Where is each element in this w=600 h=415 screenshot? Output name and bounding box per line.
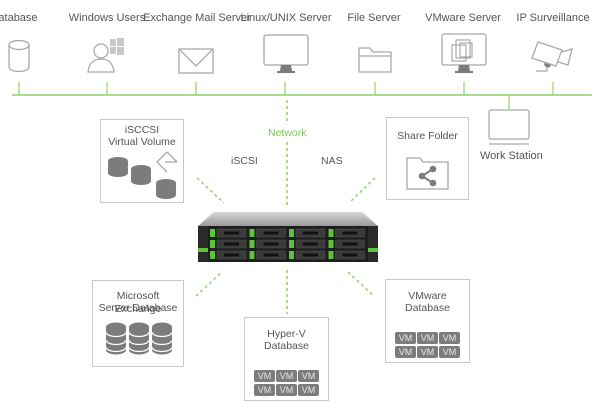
iscsi-box-title-line2: Virtual Volume: [108, 136, 176, 148]
drive-bay: [249, 239, 286, 249]
vm-badge: VM: [395, 332, 416, 344]
exchange-db-title-line2: Server Database: [98, 302, 178, 314]
vm-badge: VM: [417, 332, 438, 344]
drive-bay: [289, 239, 326, 249]
stacked-disks-icon: [108, 151, 178, 199]
share-folder-title: Share Folder: [397, 130, 458, 142]
database-icon: [8, 39, 30, 73]
network-label: Network: [268, 127, 307, 139]
folder-icon: [358, 47, 392, 73]
vm-badge: VM: [395, 346, 416, 358]
drive-bay: [289, 228, 326, 238]
drive-bay: [210, 239, 247, 249]
hyperv-db-title-line2: Database: [264, 340, 309, 352]
workstation-label: Work Station: [480, 150, 543, 162]
device-label-database: Database: [0, 12, 38, 24]
dashed-link-vmware-db: [347, 271, 375, 297]
device-label-linux-unix-server: Linux/UNIX Server: [240, 12, 332, 24]
vmware-db-title-line1: VMware: [408, 290, 447, 302]
dashed-link-iscsi: [196, 177, 225, 204]
drive-bay: [328, 250, 365, 260]
device-label-file-server: File Server: [347, 12, 401, 24]
drive-bay: [249, 250, 286, 260]
vm-badge: VM: [298, 370, 319, 382]
vm-badge: VM: [298, 384, 319, 396]
vmware-db-title-line2: Database: [405, 302, 450, 314]
drive-bay: [210, 228, 247, 238]
iscsi-box-title-line1: iSCCSI: [124, 124, 160, 136]
exchange-server-database-box: Microsoft Exchange Server Database: [92, 280, 184, 367]
share-folder-box: Share Folder: [386, 117, 469, 200]
vm-badge: VM: [276, 384, 297, 396]
database-stack-icon: [105, 322, 173, 355]
vm-badge: VM: [439, 346, 460, 358]
drive-bay: [249, 228, 286, 238]
windows-user-icon: [87, 38, 124, 73]
iscsi-virtual-volume-box: iSCCSI Virtual Volume: [100, 119, 184, 203]
hyperv-db-title-line1: Hyper-V: [267, 328, 306, 340]
vmware-monitor-icon: [441, 33, 487, 73]
security-camera-icon: [531, 41, 573, 72]
workstation-icon: [488, 109, 530, 145]
vm-badge: VM: [254, 370, 275, 382]
protocol-label-nas: NAS: [321, 155, 343, 167]
vm-badge: VM: [254, 384, 275, 396]
shared-folder-icon: [406, 157, 449, 190]
exchange-db-title-line1: Microsoft Exchange: [114, 290, 162, 315]
device-label-exchange-mail-server: Exchange Mail Server: [143, 12, 251, 24]
drive-bay: [210, 250, 247, 260]
monitor-icon: [263, 34, 309, 73]
drive-bay: [289, 250, 326, 260]
vm-badge: VM: [276, 370, 297, 382]
rackmount-storage-server-icon: [198, 212, 378, 262]
drive-bay: [328, 228, 365, 238]
vm-badge: VM: [439, 332, 460, 344]
protocol-label-iscsi: iSCSI: [231, 155, 258, 167]
mail-envelope-icon: [178, 48, 214, 74]
device-label-vmware-server: VMware Server: [425, 12, 501, 24]
drive-bay: [328, 239, 365, 249]
vm-badge: VM: [417, 346, 438, 358]
dashed-link-nas: [348, 177, 376, 204]
device-label-windows-users: Windows Users: [68, 12, 146, 24]
device-label-ip-surveillance: IP Surveillance: [516, 12, 590, 24]
dashed-link-exchange-db: [195, 271, 223, 297]
